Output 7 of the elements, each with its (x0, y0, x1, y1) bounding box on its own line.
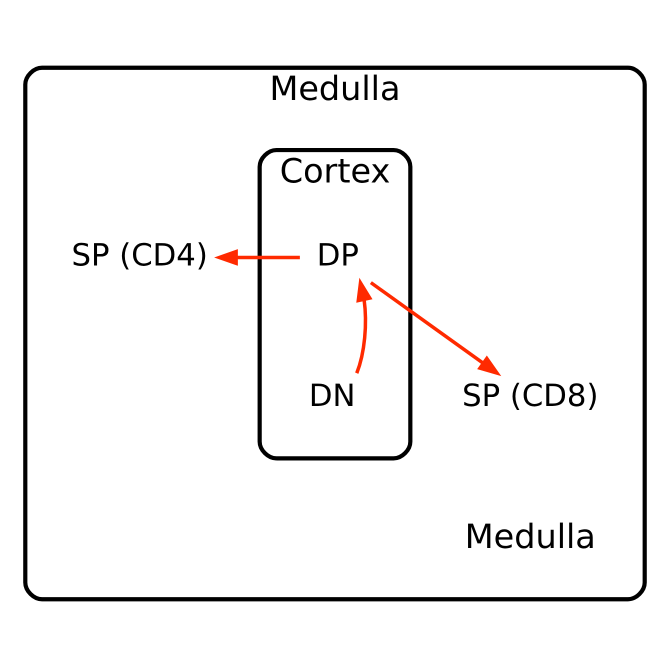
arrow (370, 281, 502, 376)
node-text: DP (316, 238, 359, 274)
node-text: SP (CD4) (72, 238, 208, 274)
arrow (214, 249, 300, 266)
arrow (355, 278, 373, 374)
node-text: SP (CD8) (462, 379, 598, 414)
node-text: DN (308, 379, 356, 414)
